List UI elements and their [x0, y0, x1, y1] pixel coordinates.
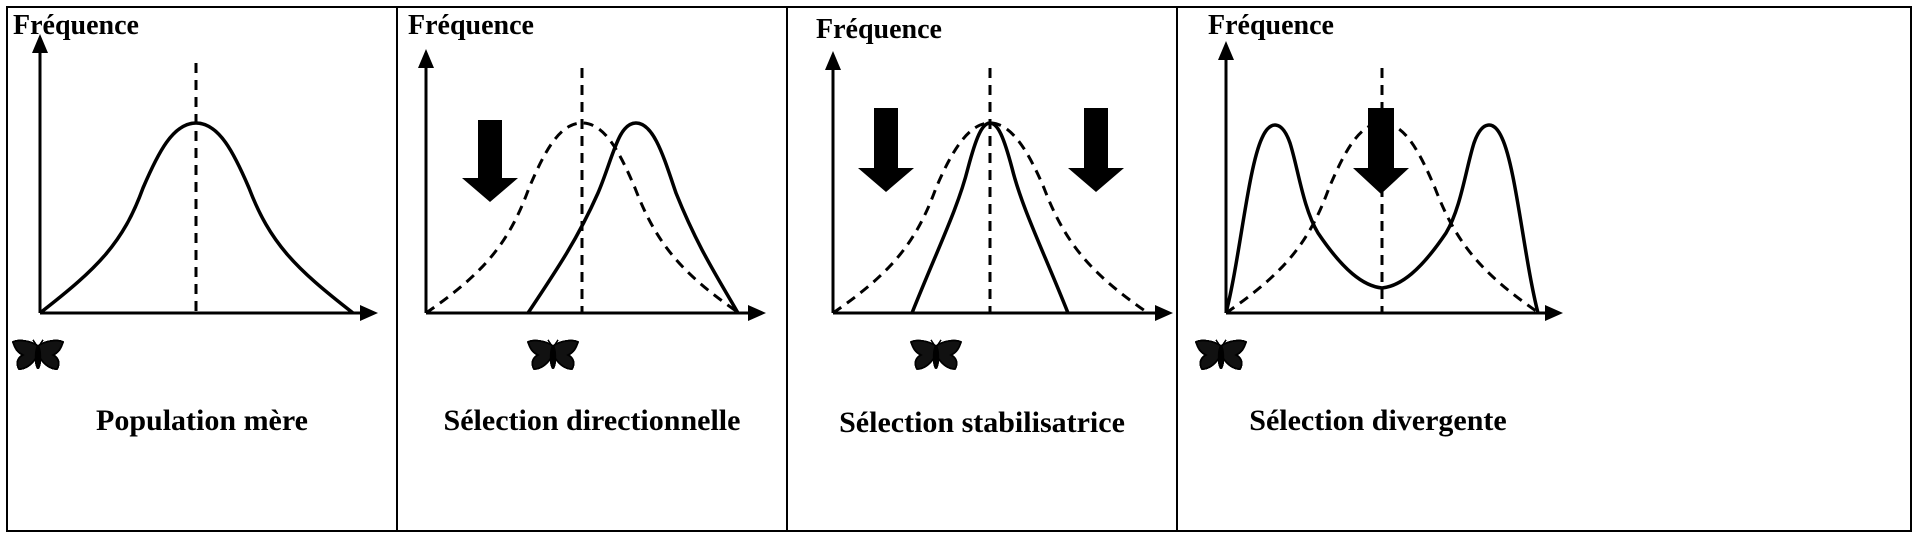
axes	[1218, 41, 1563, 321]
panel-caption: Population mère	[96, 404, 308, 437]
panel-stabilizing-selection: Fréquence Sélection stabilisatrice	[788, 8, 1178, 530]
panel-divergent-selection: Fréquence Sélection divergente	[1178, 8, 1910, 530]
down-arrow-icon	[1353, 108, 1409, 194]
chart-stabilizing-selection	[825, 51, 1173, 321]
down-arrow-icon	[1068, 108, 1124, 192]
panel-caption: Sélection divergente	[1249, 404, 1507, 437]
moth-icon	[527, 339, 579, 370]
moth-icon	[910, 339, 962, 370]
y-axis-label: Fréquence	[13, 10, 139, 41]
frequency-curve-dashed	[1225, 121, 1540, 315]
frequency-curve-dashed	[832, 121, 1149, 315]
y-axis-label: Fréquence	[1208, 10, 1334, 41]
frequency-curve-dashed	[425, 121, 740, 315]
axes	[418, 49, 766, 321]
frequency-curve-solid	[526, 121, 740, 314]
selection-figure: Fréquence Population mère Fréquence	[6, 6, 1912, 532]
chart-divergent-selection	[1218, 41, 1563, 321]
chart-directional-selection	[418, 49, 766, 321]
y-axis-label: Fréquence	[408, 10, 534, 41]
panel-caption: Sélection stabilisatrice	[839, 406, 1125, 439]
moth-icon	[1195, 339, 1247, 370]
panel-caption: Sélection directionnelle	[443, 404, 741, 437]
chart-parent-population	[32, 34, 378, 321]
panel-directional-selection: Fréquence Sélection directionnelle	[398, 8, 788, 530]
moth-icon	[12, 339, 64, 370]
down-arrow-icon	[462, 120, 518, 202]
frequency-curve-solid	[910, 121, 1070, 314]
y-axis-label: Fréquence	[816, 14, 942, 45]
frequency-curve-solid	[38, 121, 355, 315]
frequency-curve-solid	[1224, 123, 1540, 314]
down-arrow-icon	[858, 108, 914, 192]
panel-parent-population: Fréquence Population mère	[8, 8, 398, 530]
axes	[825, 51, 1173, 321]
axes	[32, 34, 378, 321]
